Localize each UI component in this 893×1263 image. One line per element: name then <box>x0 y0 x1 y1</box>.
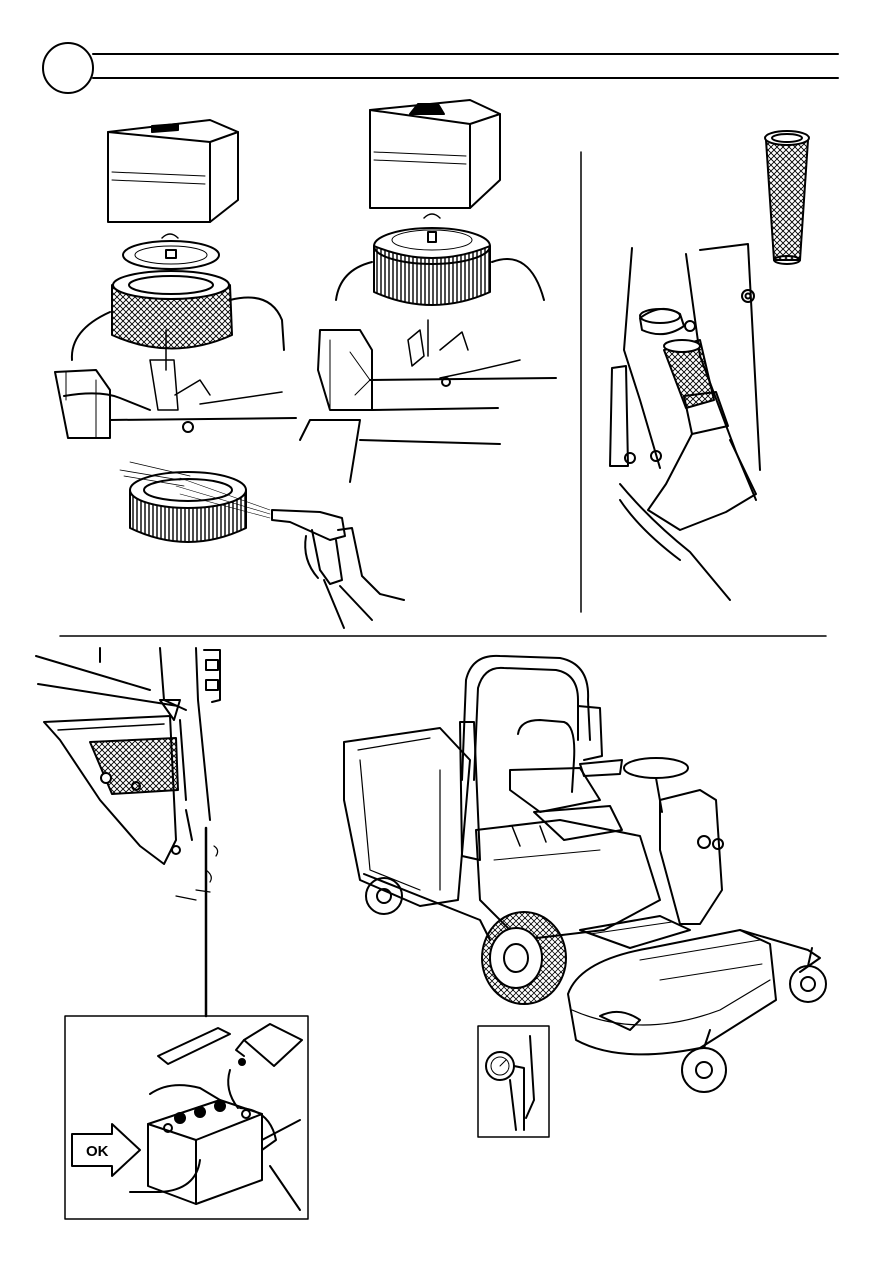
air-filter-installed-figure <box>300 100 556 482</box>
rider-mower-figure <box>344 656 826 1092</box>
battery-ok-label: OK <box>86 1143 109 1160</box>
battery-figure <box>65 1016 308 1219</box>
fuel-filter-figure <box>610 131 809 600</box>
cooling-intake-figure <box>36 648 220 1016</box>
air-filter-removed-figure <box>55 120 296 438</box>
section-badge <box>43 43 93 93</box>
filter-blowout-figure <box>120 462 404 628</box>
tire-pressure-figure <box>478 1026 549 1137</box>
battery-frame <box>65 1016 308 1219</box>
page-header <box>43 43 838 93</box>
